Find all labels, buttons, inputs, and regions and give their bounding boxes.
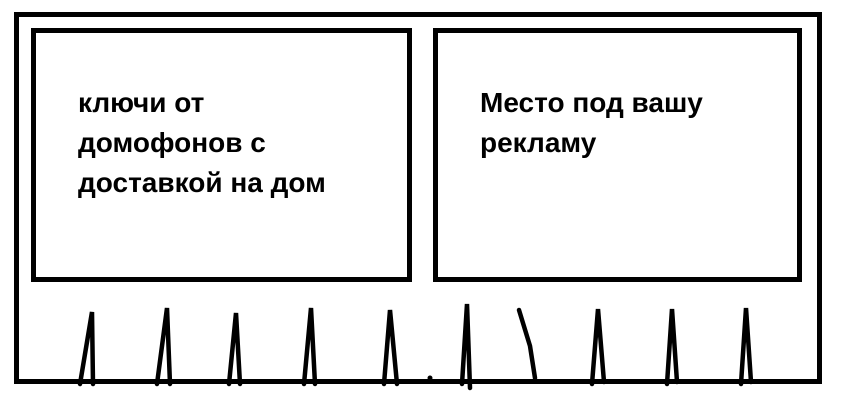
- ad-panel-ad-space: Место под вашу рекламу: [433, 28, 802, 282]
- ad-text-intercom-keys: ключи от домофонов с доставкой на дом: [78, 87, 326, 198]
- billboard-frame: [14, 12, 822, 384]
- ad-text-ad-space: Место под вашу рекламу: [480, 87, 703, 158]
- ad-panel-intercom-keys: ключи от домофонов с доставкой на дом: [31, 28, 412, 282]
